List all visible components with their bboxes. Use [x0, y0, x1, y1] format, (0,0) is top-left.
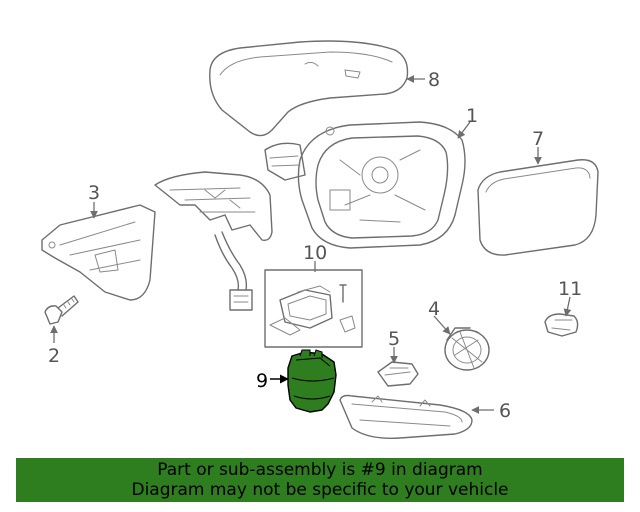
banner-line-1: Part or sub-assembly is #9 in diagram [157, 460, 483, 480]
part-8-mirror-cover [209, 40, 409, 137]
callout-8: 8 [428, 69, 440, 91]
callout-1: 1 [466, 105, 478, 127]
part-7-mirror-glass [477, 159, 599, 256]
callout-9: 9 [256, 370, 268, 392]
parts-diagram: 8 1 7 3 2 10 4 5 6 11 9 [41, 40, 599, 439]
part-3-bracket [41, 204, 156, 301]
callout-2: 2 [48, 345, 60, 367]
part-11-sensor [544, 313, 579, 337]
part-10-actuator [264, 269, 363, 348]
part-9-highlighted [287, 349, 337, 413]
callout-7: 7 [532, 128, 544, 150]
callout-5: 5 [388, 328, 400, 350]
banner-line-2: Diagram may not be specific to your vehi… [131, 480, 509, 500]
part-2-screw [44, 295, 79, 325]
callout-4: 4 [428, 298, 440, 320]
part-4-motor [444, 327, 490, 371]
callout-3: 3 [88, 182, 100, 204]
part-1-mirror-assembly [264, 121, 466, 249]
part-5-connector [377, 361, 419, 387]
callout-10: 10 [303, 242, 327, 264]
part-6-signal-lamp [339, 394, 473, 439]
callout-6: 6 [499, 400, 511, 422]
mirror-base-bracket [154, 171, 273, 311]
info-banner: Part or sub-assembly is #9 in diagram Di… [16, 458, 624, 502]
callout-11: 11 [558, 278, 582, 300]
